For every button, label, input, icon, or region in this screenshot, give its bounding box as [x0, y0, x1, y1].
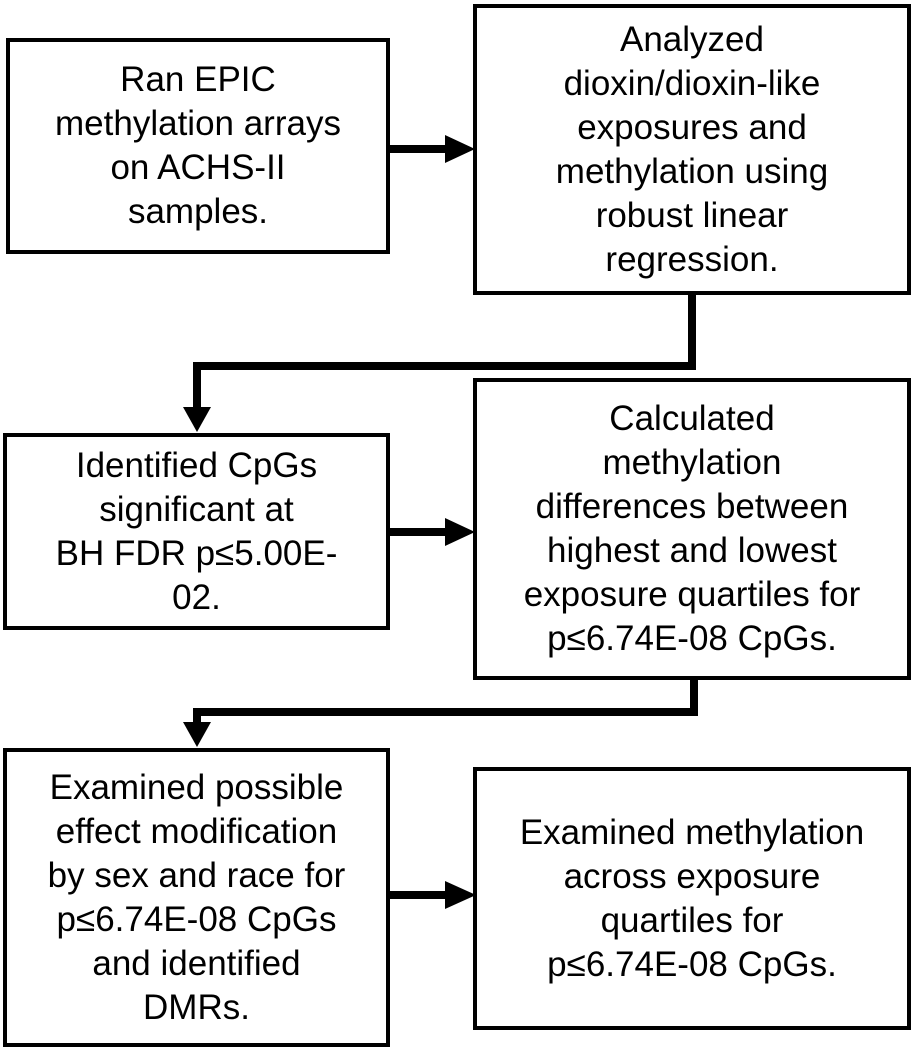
arrow-differences-to-modification-icon [183, 676, 698, 747]
flow-box-quartile-methylation: Examined methylation across exposure qua… [473, 767, 911, 1030]
flow-box-significant-cpgs-text: Identified CpGs significant at BH FDR p≤… [55, 445, 338, 617]
flow-box-quartile-methylation-text: Examined methylation across exposure qua… [519, 812, 865, 984]
arrow-analysis-to-cpgs-icon [183, 291, 696, 432]
flow-box-epic-arrays-text: Ran EPIC methylation arrays on ACHS-II s… [55, 60, 341, 231]
flow-box-effect-modification: Examined possible effect modification by… [3, 748, 390, 1047]
flow-box-regression-analysis-text: Analyzed dioxin/dioxin-like exposures an… [555, 19, 829, 279]
arrow-modification-to-quartiles-icon [389, 881, 476, 909]
flow-box-methylation-differences: Calculated methylation differences betwe… [473, 378, 911, 680]
arrow-cpgs-to-differences-icon [389, 518, 475, 546]
flow-box-significant-cpgs: Identified CpGs significant at BH FDR p≤… [3, 433, 390, 630]
flow-box-regression-analysis: Analyzed dioxin/dioxin-like exposures an… [473, 4, 911, 295]
flow-box-epic-arrays: Ran EPIC methylation arrays on ACHS-II s… [6, 38, 390, 254]
arrow-epic-to-analysis-icon [389, 135, 475, 163]
flow-box-effect-modification-text: Examined possible effect modification by… [47, 767, 346, 1027]
flow-box-methylation-differences-text: Calculated methylation differences betwe… [523, 399, 861, 658]
